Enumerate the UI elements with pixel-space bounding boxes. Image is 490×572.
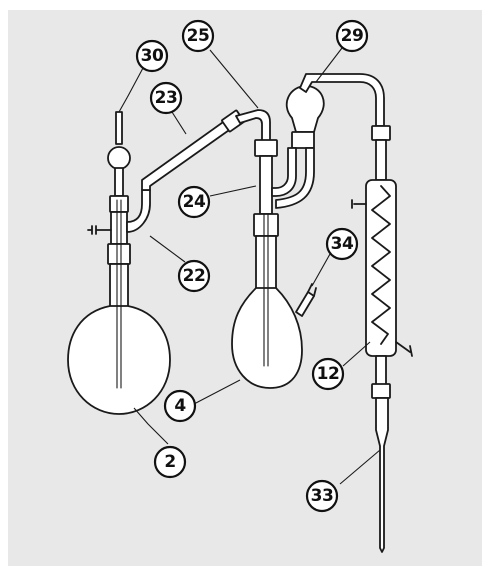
condenser-top-joint (371, 125, 391, 141)
middle-top-joint (254, 139, 278, 157)
pear-flask (231, 287, 303, 389)
condenser-inlet-tube (375, 139, 387, 181)
badge-25: 25 (181, 19, 215, 53)
splash-head-joint (291, 131, 315, 149)
svg-text:23: 23 (155, 88, 178, 108)
middle-lower-joint (253, 213, 279, 237)
badge-29: 29 (335, 19, 369, 53)
leader-24 (209, 185, 257, 197)
condenser-assembly (351, 125, 413, 553)
badge-12: 12 (311, 357, 345, 391)
receiver-tube (375, 397, 389, 553)
condenser-coil (371, 185, 391, 345)
leader-lines (118, 47, 381, 485)
leader-34 (311, 253, 331, 287)
svg-text:24: 24 (183, 192, 206, 212)
leader-25 (209, 49, 259, 109)
leader-33 (339, 449, 381, 485)
badge-23: 23 (149, 81, 183, 115)
connecting-tube-left (141, 109, 271, 191)
left-inner-tube (116, 199, 122, 389)
svg-text:25: 25 (187, 26, 210, 46)
condenser-lower-port (395, 341, 413, 357)
badge-33: 33 (305, 479, 339, 513)
leader-23 (171, 111, 187, 135)
leader-30 (118, 67, 144, 113)
leader-2 (133, 407, 169, 445)
condenser-bottom-joint (371, 383, 391, 399)
diagram-panel (8, 10, 482, 566)
leader-22 (149, 235, 186, 263)
middle-inner-tube (259, 155, 273, 215)
pear-flask-side-arm-tip (307, 283, 317, 297)
leader-12 (342, 341, 371, 367)
left-stopcock (87, 225, 112, 235)
badge-2: 2 (153, 445, 187, 479)
left-adapter-body (110, 211, 128, 245)
middle-inner-rod (263, 213, 269, 367)
badge-34: 34 (325, 227, 359, 261)
svg-text:22: 22 (183, 266, 206, 286)
svg-text:4: 4 (174, 396, 186, 416)
svg-text:34: 34 (331, 234, 354, 254)
svg-text:12: 12 (317, 364, 340, 384)
left-bulb-neck (114, 167, 124, 197)
badge-30: 30 (135, 39, 169, 73)
condenser-upper-port (351, 199, 367, 209)
badge-24: 24 (177, 185, 211, 219)
leader-29 (315, 47, 343, 83)
svg-text:29: 29 (341, 26, 364, 46)
left-flask-assembly (67, 111, 171, 415)
left-top-tube (115, 111, 123, 145)
middle-flask-assembly (231, 85, 325, 389)
svg-text:30: 30 (141, 46, 164, 66)
left-upper-joint (109, 195, 129, 213)
left-lower-joint (107, 243, 131, 265)
badge-22: 22 (177, 259, 211, 293)
middle-u-bend (271, 147, 315, 209)
svg-text:2: 2 (164, 452, 175, 472)
left-flask-neck (109, 263, 129, 309)
leader-4 (193, 379, 241, 405)
badge-4: 4 (163, 389, 197, 423)
svg-text:33: 33 (311, 486, 334, 506)
round-bottom-flask (67, 305, 171, 415)
middle-flask-neck (255, 235, 277, 291)
left-small-bulb (107, 146, 131, 170)
